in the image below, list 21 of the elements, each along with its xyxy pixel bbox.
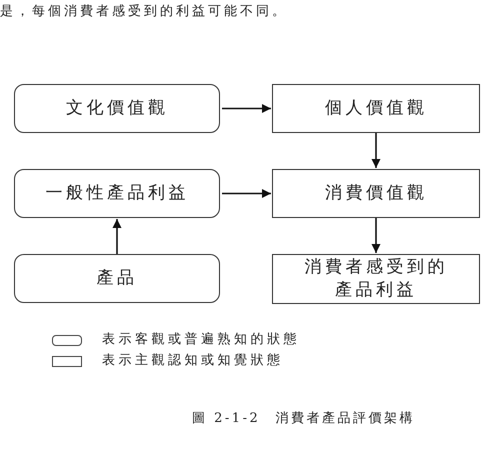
process-box [272,84,480,133]
legend-text: 表示主觀認知或知覺狀態 [102,352,284,369]
arrow [112,219,122,254]
rounded-box [14,254,220,303]
arrow [222,189,271,198]
node-text: 消費者感受到的產品利益 [303,256,449,302]
node-text: 消費價值觀 [324,182,428,205]
figure-caption: 圖 2-1-2 消費者產品評價架構 [192,410,416,427]
process-box [272,169,480,218]
node-text: 文化價值觀 [66,97,168,120]
arrow [372,133,380,168]
node-text: 產品 [96,267,138,290]
node-text: 一般性產品利益 [45,182,189,205]
process-box [272,254,480,304]
arrow [372,218,380,253]
rounded-box [14,84,220,133]
arrow [222,104,271,113]
node-text: 個人價值觀 [324,97,428,120]
body-text: 是，每個消費者感受到的利益可能不同。 [0,3,288,20]
legend-text: 表示客觀或普遍熟知的狀態 [102,330,300,348]
rounded-box [14,169,220,218]
